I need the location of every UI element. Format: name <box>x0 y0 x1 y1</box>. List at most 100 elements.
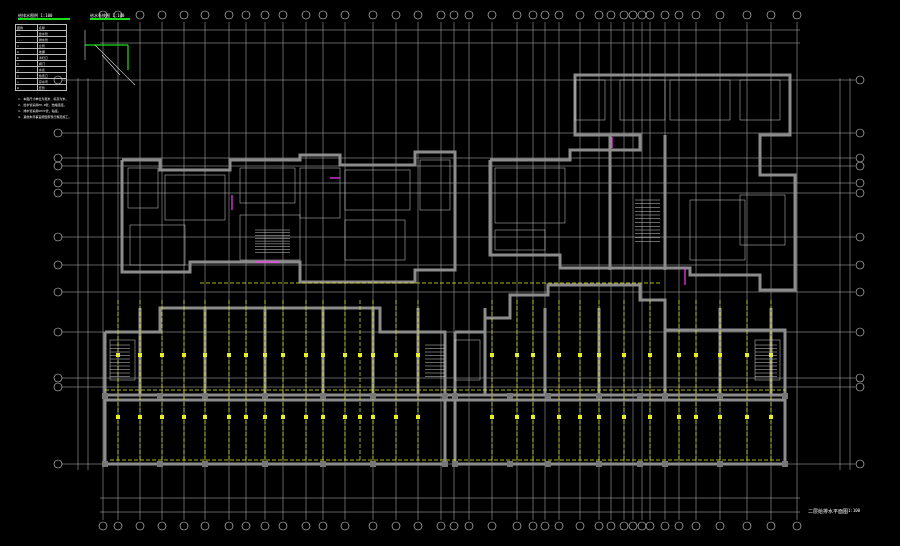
fixture-marker <box>343 353 347 357</box>
column <box>596 461 602 467</box>
legend-table: 图例名称——给水管---排水管○立管◎地漏⊕清扫口▽阀门△水表□检查口◇存水弯▬… <box>15 24 68 91</box>
axis-bubble-bottom <box>260 521 270 531</box>
room-outline <box>739 194 786 246</box>
fixture-marker <box>371 353 375 357</box>
axis-bubble-left <box>53 161 63 171</box>
axis-bubble-right <box>855 188 865 198</box>
axis-bubble-bottom <box>278 521 288 531</box>
fixture-marker <box>321 415 325 419</box>
fixture-marker <box>769 353 773 357</box>
magenta-accents <box>231 137 686 285</box>
legend-title-underline <box>18 18 70 20</box>
fixture-marker <box>138 353 142 357</box>
axis-bubble-left <box>53 232 63 242</box>
room-outline <box>239 167 296 204</box>
room-outline <box>739 79 781 121</box>
axis-bubble-top <box>628 10 638 20</box>
column <box>717 461 723 467</box>
column <box>262 393 268 399</box>
fixture-marker <box>745 415 749 419</box>
riser-branch <box>101 54 121 76</box>
fixture-marker <box>343 415 347 419</box>
legend-symbol: ▬ <box>15 84 38 91</box>
column <box>102 461 108 467</box>
axis-bubble-top <box>540 10 550 20</box>
axis-bubble-left <box>53 188 63 198</box>
room-outline <box>344 169 411 211</box>
column <box>442 393 448 399</box>
axis-bubble-left <box>53 459 63 469</box>
fixture-marker <box>694 353 698 357</box>
fixture-marker <box>281 415 285 419</box>
fixture-marker <box>677 353 681 357</box>
axis-bubble-bottom <box>575 521 585 531</box>
column <box>662 461 668 467</box>
column <box>370 393 376 399</box>
axis-bubble-left <box>53 382 63 392</box>
fixture-marker <box>557 415 561 419</box>
fixture-marker <box>160 415 164 419</box>
fixture-marker <box>515 353 519 357</box>
axis-bubble-bottom <box>628 521 638 531</box>
room-outlines <box>109 79 786 381</box>
column <box>637 461 643 467</box>
fixture-marker <box>160 353 164 357</box>
column <box>157 393 163 399</box>
legend-title: 给排水图例 1:100 <box>18 13 53 18</box>
axis-bubble-top <box>413 10 423 20</box>
fixture-marker <box>648 415 652 419</box>
axis-bubble-left <box>53 260 63 270</box>
column <box>452 393 458 399</box>
fixture-marker <box>244 415 248 419</box>
axis-bubble-top <box>715 10 725 20</box>
room-outline <box>239 214 301 261</box>
axis-bubble-bottom <box>715 521 725 531</box>
axis-bubble-bottom <box>157 521 167 531</box>
axis-bubble-top <box>340 10 350 20</box>
axis-bubble-bottom <box>98 521 108 531</box>
column <box>102 393 108 399</box>
fixture-marker <box>358 353 362 357</box>
column <box>320 461 326 467</box>
axis-bubble-bottom <box>637 521 647 531</box>
fixture-marker <box>394 353 398 357</box>
note-line: 3. 排水管采用UPVC管，粘接。 <box>18 109 61 113</box>
room-outline <box>494 229 546 251</box>
fixture-marker <box>578 353 582 357</box>
riser-diagram <box>84 30 136 86</box>
room-outline <box>754 339 781 381</box>
room-outline <box>344 219 406 261</box>
axis-bubble-bottom <box>554 521 564 531</box>
axis-bubbles <box>53 10 865 531</box>
fixture-marker <box>531 415 535 419</box>
axis-bubble-bottom <box>301 521 311 531</box>
axis-bubble-top <box>436 10 446 20</box>
axis-bubble-top <box>594 10 604 20</box>
axis-bubble-right <box>855 232 865 242</box>
fixture-marker <box>769 415 773 419</box>
axis-bubble-bottom <box>318 521 328 531</box>
wall-upper-left <box>120 150 457 284</box>
column <box>157 461 163 467</box>
axis-bubble-left <box>53 287 63 297</box>
fixture-marker <box>578 415 582 419</box>
axis-bubble-left <box>53 178 63 188</box>
fixture-marker <box>531 353 535 357</box>
plumbing-fixtures <box>102 353 788 467</box>
axis-bubble-right <box>855 178 865 188</box>
drawing-scale: 1:100 <box>848 508 861 513</box>
axis-bubble-left <box>53 153 63 163</box>
column <box>662 393 668 399</box>
room-outline <box>164 174 226 221</box>
fixture-marker <box>203 415 207 419</box>
room-outline <box>454 339 481 381</box>
room-outline <box>619 79 666 121</box>
axis-bubble-top <box>200 10 210 20</box>
fixture-marker <box>138 415 142 419</box>
fixture-marker <box>622 353 626 357</box>
axis-bubble-bottom <box>449 521 459 531</box>
axis-bubble-top <box>135 10 145 20</box>
fixture-marker <box>358 415 362 419</box>
axis-bubble-bottom <box>540 521 550 531</box>
axis-bubble-top <box>301 10 311 20</box>
